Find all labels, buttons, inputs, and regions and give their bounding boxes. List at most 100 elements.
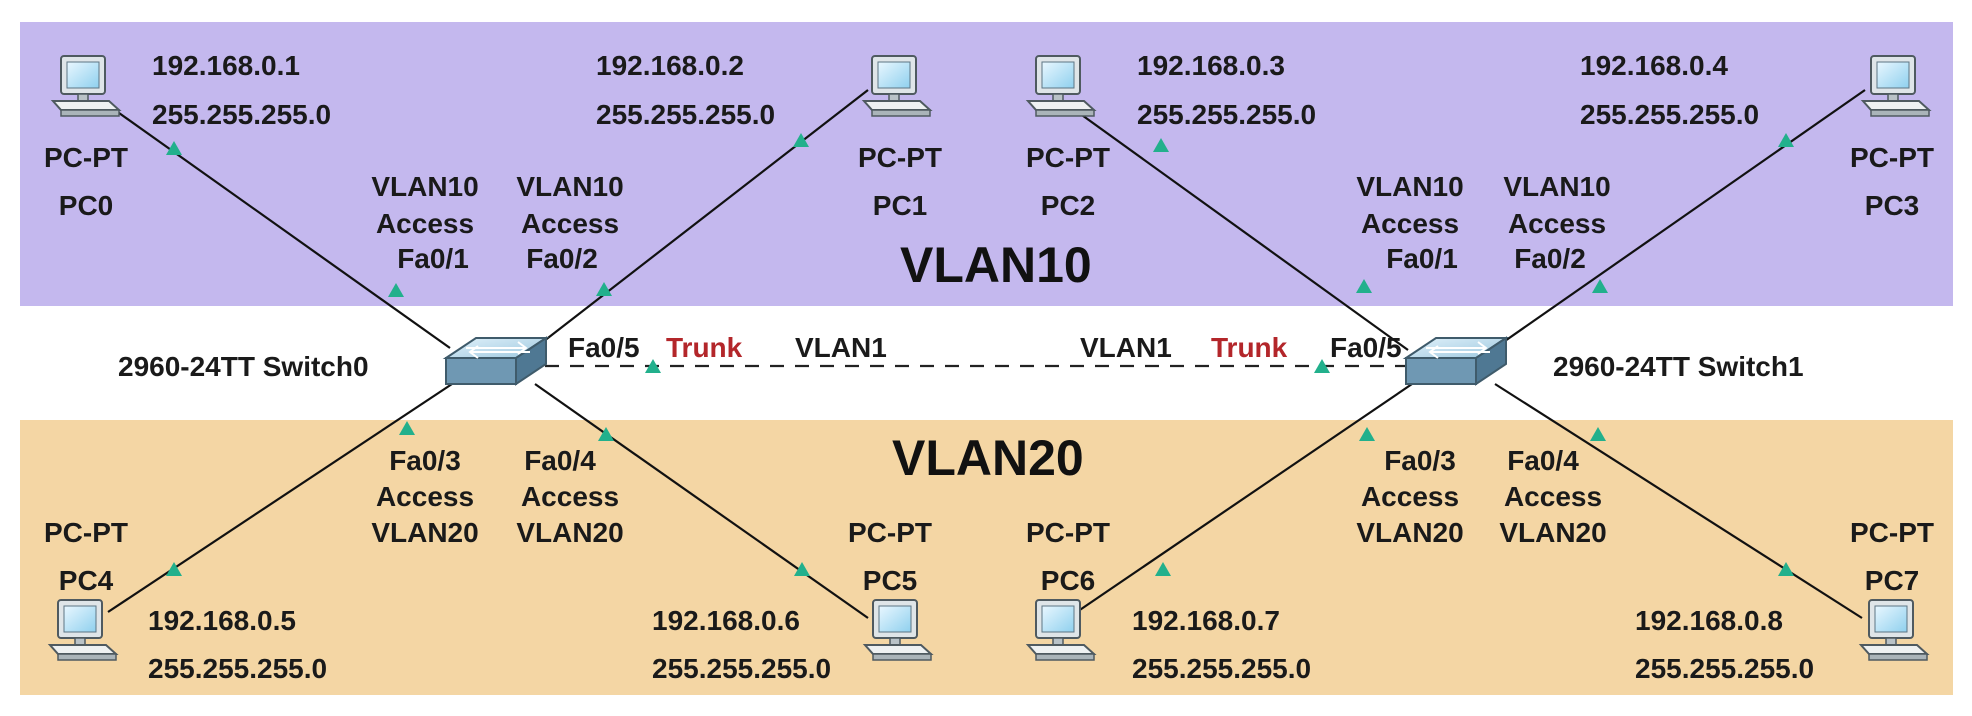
pc3-port-line-3: Fa0/2	[1514, 243, 1586, 274]
pc6-type: PC-PT	[1026, 517, 1110, 548]
pc3-port-line-1: VLAN10	[1503, 171, 1610, 202]
pc2-type: PC-PT	[1026, 142, 1110, 173]
pc3-ip: 192.168.0.4	[1580, 50, 1728, 81]
pc4-mask: 255.255.255.0	[148, 653, 327, 684]
link-marker	[794, 562, 810, 576]
vlan10-zone-label: VLAN10	[900, 237, 1092, 293]
pc2-name: PC2	[1041, 190, 1095, 221]
link-marker	[1359, 427, 1375, 441]
pc2-port-line-3: Fa0/1	[1386, 243, 1458, 274]
pc1-port-line-1: VLAN10	[516, 171, 623, 202]
vlan20-zone-label: VLAN20	[892, 430, 1084, 486]
pc6-mask: 255.255.255.0	[1132, 653, 1311, 684]
pc7-name: PC7	[1865, 565, 1919, 596]
link-switch0-pc4	[107, 383, 453, 613]
pc2-port-line-1: VLAN10	[1356, 171, 1463, 202]
link-marker	[166, 562, 182, 576]
switch0-trunk-port: Fa0/5	[568, 332, 640, 363]
pc4[interactable]: 192.168.0.5 255.255.255.0 PC-PT PC4 Fa0/…	[44, 445, 479, 684]
pc2-port-line-2: Access	[1361, 208, 1459, 239]
link-switch0-pc5	[534, 383, 869, 619]
pc5-port-line-3: VLAN20	[516, 517, 623, 548]
pc7-port-line-2: Access	[1504, 481, 1602, 512]
pc1-ip: 192.168.0.2	[596, 50, 744, 81]
pc0-port-line-3: Fa0/1	[397, 243, 469, 274]
pc4-name: PC4	[59, 565, 114, 596]
pc2-mask: 255.255.255.0	[1137, 99, 1316, 130]
link-marker	[596, 282, 612, 296]
link-marker	[1590, 427, 1606, 441]
pc4-type: PC-PT	[44, 517, 128, 548]
link-markers	[166, 133, 1794, 576]
pc7-ip: 192.168.0.8	[1635, 605, 1783, 636]
link-marker	[1314, 359, 1330, 373]
link-marker	[1155, 562, 1171, 576]
pc6-port-line-2: Access	[1361, 481, 1459, 512]
link-marker	[793, 133, 809, 147]
pc0-port-line-2: Access	[376, 208, 474, 239]
pc5-port-line-2: Access	[521, 481, 619, 512]
link-marker	[598, 427, 614, 441]
pc6-port-line-3: VLAN20	[1356, 517, 1463, 548]
switch0[interactable]: 2960-24TT Switch0 Fa0/5 Trunk VLAN1	[118, 332, 887, 385]
vlan20-zone	[20, 420, 1953, 695]
pc6-ip: 192.168.0.7	[1132, 605, 1280, 636]
pc1-port-line-2: Access	[521, 208, 619, 239]
switch0-trunk-text: Trunk	[666, 332, 743, 363]
pc5-ip: 192.168.0.6	[652, 605, 800, 636]
pc7-type: PC-PT	[1850, 517, 1934, 548]
switch1-trunk-text: Trunk	[1211, 332, 1288, 363]
link-marker	[1356, 279, 1372, 293]
switch1-vlan-text: VLAN1	[1080, 332, 1172, 363]
switch1-trunk-port: Fa0/5	[1330, 332, 1402, 363]
pc7-port-line-1: Fa0/4	[1507, 445, 1579, 476]
pc4-port-line-1: Fa0/3	[389, 445, 461, 476]
link-switch1-pc6	[1067, 383, 1413, 619]
pc4-ip: 192.168.0.5	[148, 605, 296, 636]
pc0[interactable]: 192.168.0.1 255.255.255.0 PC-PT PC0 VLAN…	[44, 50, 479, 274]
switch0-vlan-text: VLAN1	[795, 332, 887, 363]
pc3[interactable]: 192.168.0.4 255.255.255.0 PC-PT PC3 VLAN…	[1503, 50, 1934, 274]
pc5[interactable]: 192.168.0.6 255.255.255.0 PC-PT PC5 Fa0/…	[516, 445, 932, 684]
switch0-label: 2960-24TT Switch0	[118, 351, 369, 382]
link-pc1-switch0	[534, 89, 869, 349]
link-marker	[399, 421, 415, 435]
link-pc0-switch0	[111, 107, 451, 349]
pc5-type: PC-PT	[848, 517, 932, 548]
pc5-mask: 255.255.255.0	[652, 653, 831, 684]
pc4-port-line-2: Access	[376, 481, 474, 512]
link-pc2-switch1	[1067, 104, 1409, 351]
link-pc3-switch1	[1491, 89, 1866, 351]
pc7[interactable]: 192.168.0.8 255.255.255.0 PC-PT PC7 Fa0/…	[1499, 445, 1934, 684]
pc4-port-line-3: VLAN20	[371, 517, 478, 548]
link-marker	[1778, 133, 1794, 147]
pc7-mask: 255.255.255.0	[1635, 653, 1814, 684]
link-marker	[388, 283, 404, 297]
links	[107, 89, 1866, 619]
pc3-port-line-2: Access	[1508, 208, 1606, 239]
pc6[interactable]: 192.168.0.7 255.255.255.0 PC-PT PC6 Fa0/…	[1026, 445, 1464, 684]
pc5-port-line-1: Fa0/4	[524, 445, 596, 476]
pc0-type: PC-PT	[44, 142, 128, 173]
vlan10-zone	[20, 22, 1953, 306]
pc3-type: PC-PT	[1850, 142, 1934, 173]
switch1[interactable]: 2960-24TT Switch1 VLAN1 Trunk Fa0/5	[1080, 332, 1804, 385]
pc6-port-line-1: Fa0/3	[1384, 445, 1456, 476]
switch1-label: 2960-24TT Switch1	[1553, 351, 1804, 382]
pc1-mask: 255.255.255.0	[596, 99, 775, 130]
link-marker	[645, 359, 661, 373]
pc2[interactable]: 192.168.0.3 255.255.255.0 PC-PT PC2 VLAN…	[1026, 50, 1464, 274]
pc6-name: PC6	[1041, 565, 1095, 596]
pc1[interactable]: 192.168.0.2 255.255.255.0 PC-PT PC1 VLAN…	[516, 50, 942, 274]
link-marker	[1778, 562, 1794, 576]
link-marker	[166, 141, 182, 155]
switch-icon	[445, 337, 547, 385]
link-marker	[1153, 138, 1169, 152]
pc1-port-line-3: Fa0/2	[526, 243, 598, 274]
pc3-name: PC3	[1865, 190, 1919, 221]
pc0-port-line-1: VLAN10	[371, 171, 478, 202]
link-switch1-pc7	[1494, 383, 1863, 619]
pc5-name: PC5	[863, 565, 917, 596]
